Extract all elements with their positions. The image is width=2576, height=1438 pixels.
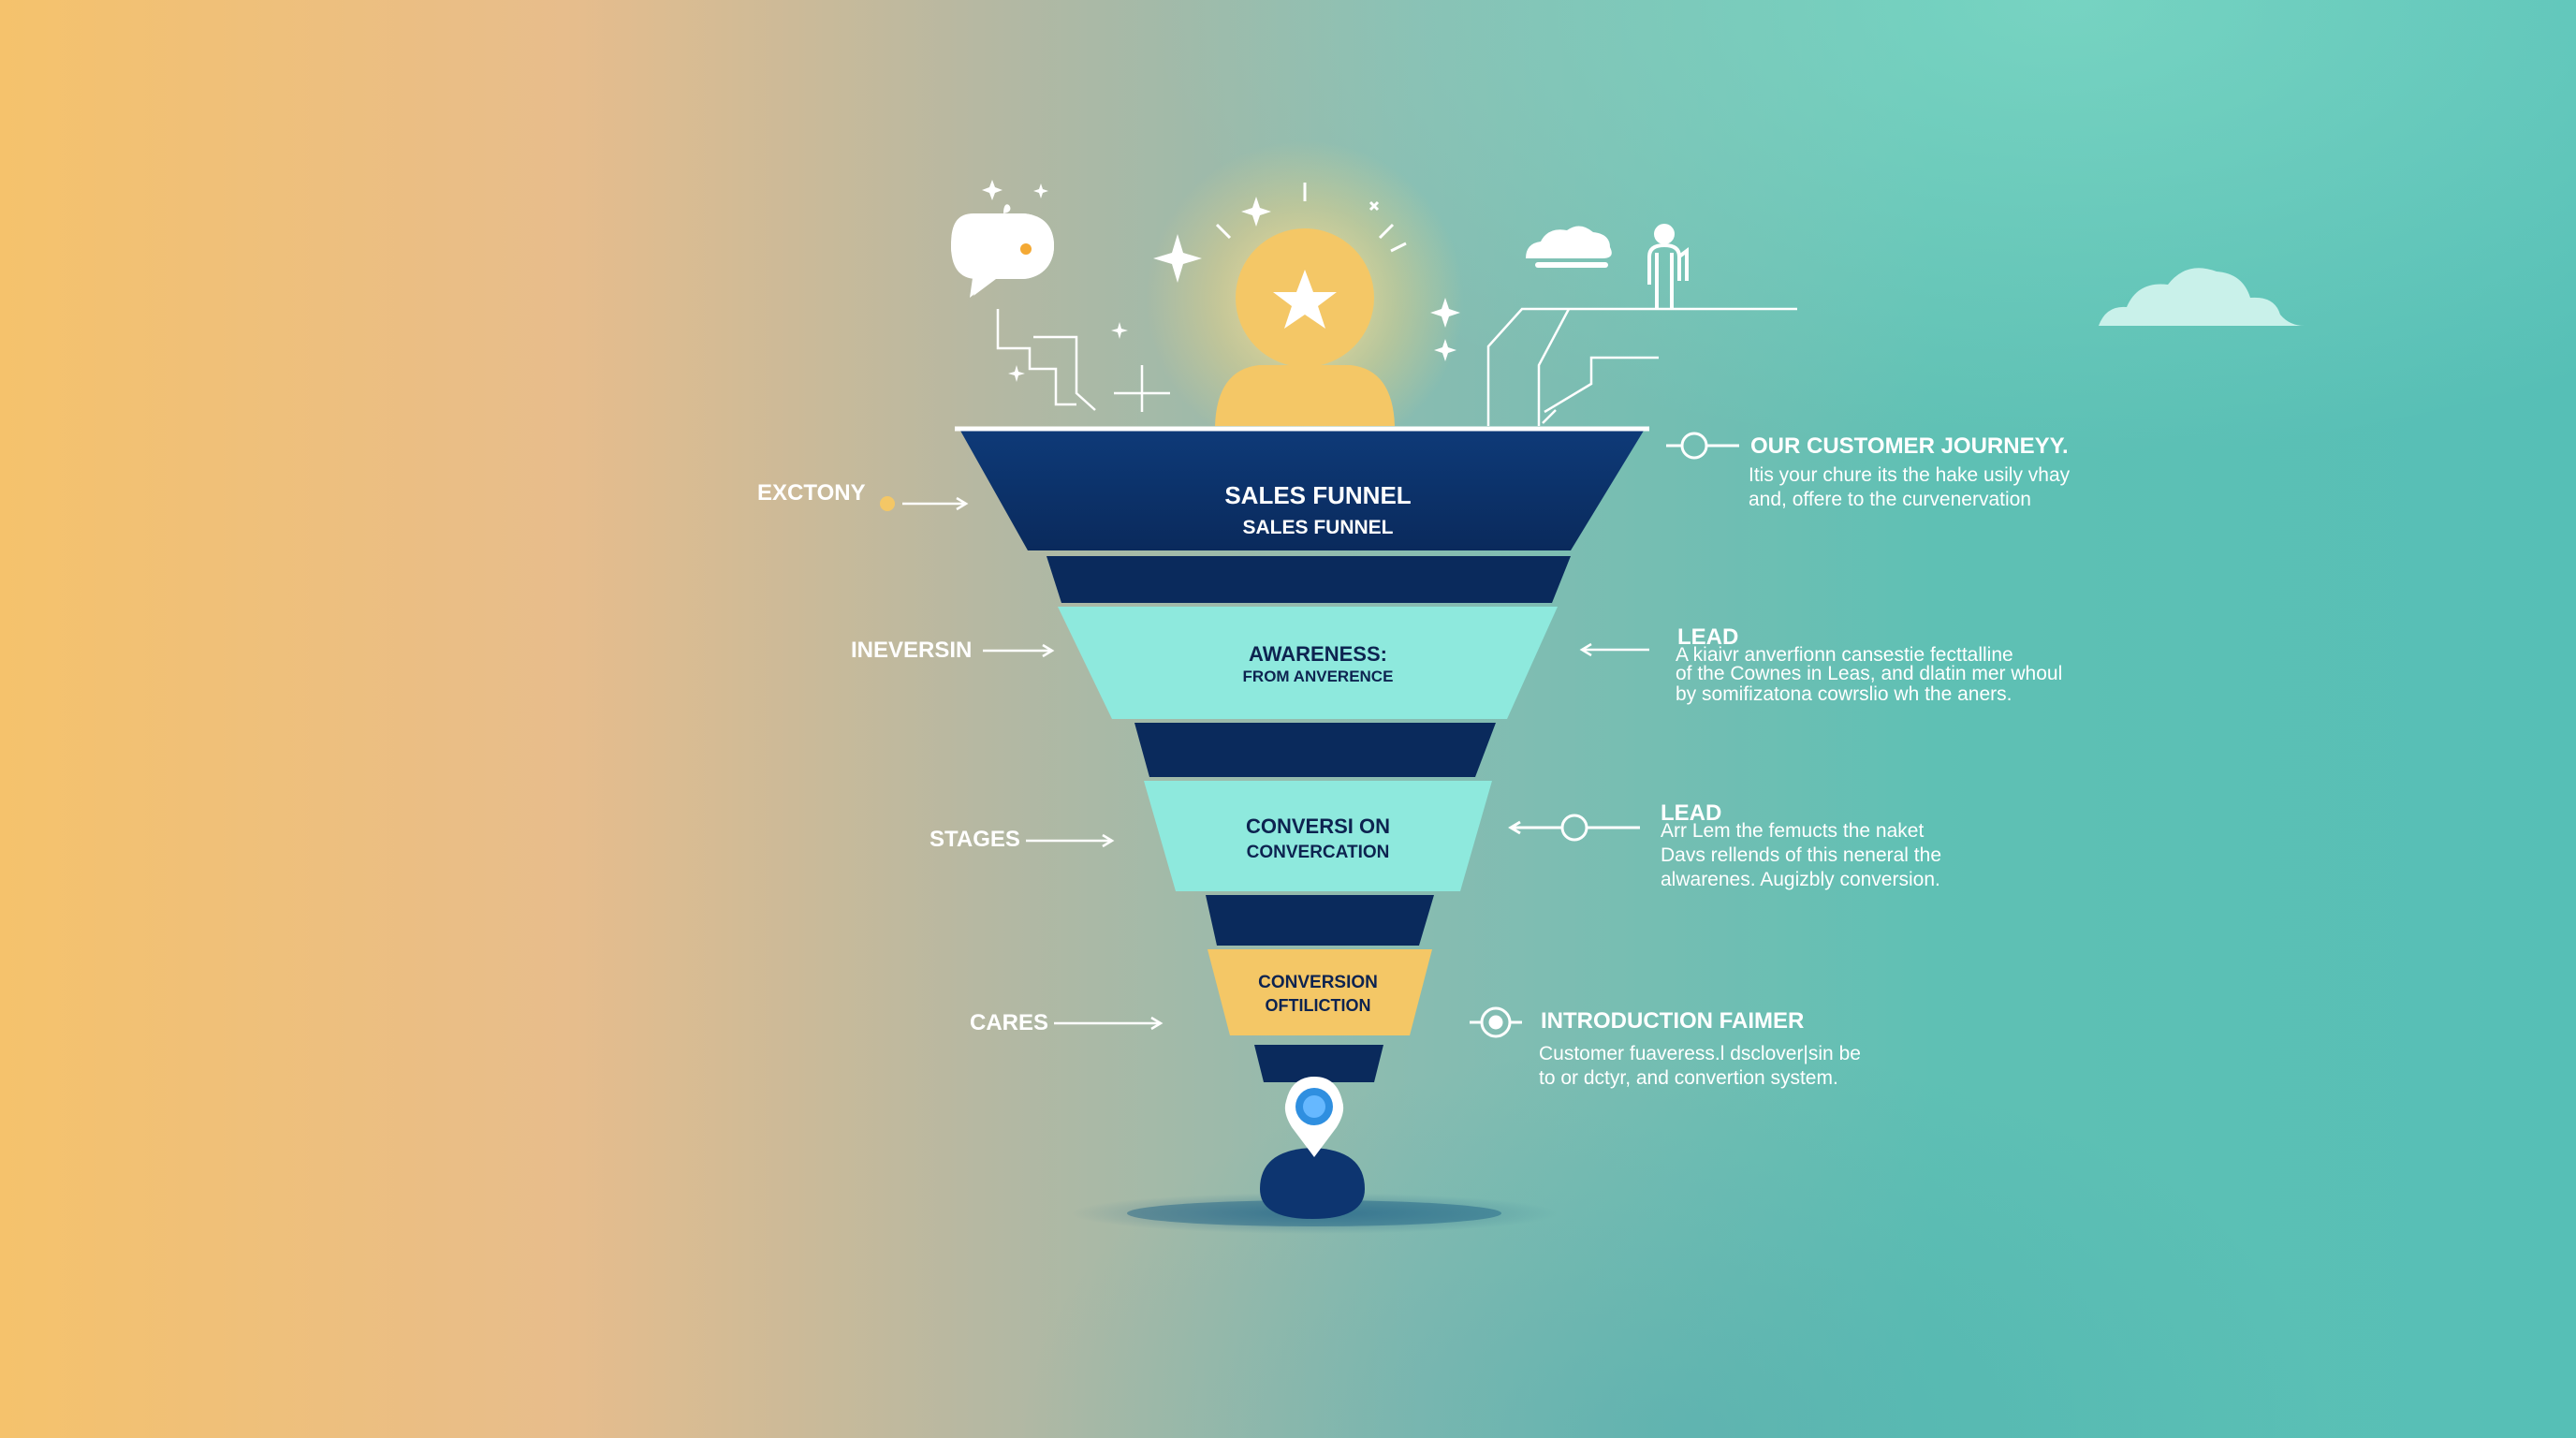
funnel-stage-bottom: [1208, 949, 1432, 1035]
note-lead2-line-2: Davs rellends of this neneral the: [1661, 844, 1941, 866]
note-intro-line-1: Customer fuaveress.l dsclover|sin be: [1539, 1043, 1861, 1064]
left-label-exctony: EXCTONY: [757, 480, 866, 506]
right-connector-1: [1666, 432, 1739, 460]
note-lead-1: LEAD A kiaivr anverfionn cansestie fectt…: [1676, 624, 2062, 705]
connector-lines-right: [1486, 307, 1797, 426]
left-label-group-3: STAGES: [929, 827, 1115, 852]
conversion-subtitle: CONVERCATION: [1247, 843, 1390, 862]
note-intro: INTRODUCTION FAIMER Customer fuaveress.l…: [1539, 1008, 1861, 1089]
note-intro-line-2: to or dctyr, and convertion system.: [1539, 1067, 1838, 1089]
note-journey-line-1: Itis your chure its the hake usily vhay: [1749, 464, 2071, 486]
bottom-stage-title: CONVERSION: [1258, 973, 1378, 992]
cloud-icon: [2099, 268, 2305, 326]
awareness-title: AWARENESS:: [1249, 642, 1387, 666]
funnel-top-subtitle: SALES FUNNEL: [1242, 517, 1393, 538]
note-lead2-line-1: Arr Lem the femucts the naket: [1661, 820, 1924, 842]
funnel-band-2: [1046, 556, 1571, 603]
funnel: [955, 426, 1649, 1234]
note-journey-heading: OUR CUSTOMER JOURNEYY.: [1750, 433, 2069, 459]
note-lead1-line-1: A kiaivr anverfionn cansestie fecttallin…: [1676, 644, 2013, 666]
target-icon: [1470, 1006, 1522, 1038]
note-lead1-line-3: by somifizatona cowrslio wh the aners.: [1676, 683, 2012, 705]
map-pin-icon: [1284, 1077, 1344, 1157]
funnel-stage-awareness: [1058, 607, 1558, 719]
note-journey: OUR CUSTOMER JOURNEYY. Itis your chure i…: [1749, 433, 2071, 510]
funnel-band-4: [1134, 723, 1496, 777]
bottom-stage-subtitle: OFTILICTION: [1266, 996, 1371, 1015]
funnel-band-6: [1206, 895, 1434, 946]
sparkle-icon: [982, 180, 1460, 382]
awareness-subtitle: FROM ANVERENCE: [1243, 668, 1394, 685]
note-lead2-heading: LEAD: [1661, 800, 1721, 826]
note-intro-heading: INTRODUCTION FAIMER: [1541, 1008, 1804, 1034]
note-lead2-line-3: alwarenes. Augizbly conversion.: [1661, 869, 1940, 890]
conversion-title: CONVERSI ON: [1246, 814, 1390, 838]
note-journey-line-2: and, offere to the curvenervation: [1749, 489, 2031, 510]
note-lead1-line-2: of the Cownes in Leas, and dlatin mer wh…: [1676, 663, 2062, 684]
person-star-icon: [1146, 140, 1464, 459]
left-label-inversin: INEVERSIN: [851, 638, 972, 663]
left-label-cares: CARES: [970, 1010, 1048, 1035]
left-label-group-2: INEVERSIN: [851, 638, 1055, 663]
left-label-group-4: CARES: [970, 1010, 1164, 1035]
note-lead-2: LEAD Arr Lem the femucts the naket Davs …: [1661, 800, 1941, 890]
funnel-tip: [1254, 1045, 1383, 1082]
person-icon: [1647, 224, 1689, 309]
speech-bubble-icon: [951, 204, 1054, 298]
funnel-top-title: SALES FUNNEL: [1224, 481, 1411, 509]
funnel-top-band: [960, 431, 1644, 550]
funnel-stage-conversion: [1144, 781, 1492, 891]
note-lead1-heading: LEAD: [1677, 624, 1738, 650]
connector-lines-left: [996, 309, 1170, 412]
right-connector-3: [1508, 814, 1640, 842]
left-label-stages: STAGES: [929, 827, 1020, 852]
cloud-icon: [1526, 226, 1612, 268]
left-label-group-1: EXCTONY: [757, 480, 969, 511]
right-connector-2: [1579, 642, 1649, 657]
